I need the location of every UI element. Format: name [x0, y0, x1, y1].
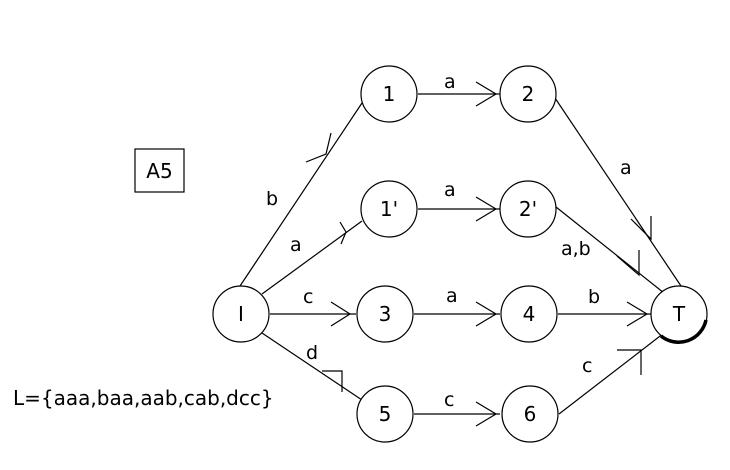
edge-label-start-to-5: d	[306, 342, 318, 364]
arrowhead-start-to-3	[330, 301, 352, 327]
node-4: 4	[500, 285, 558, 343]
arrowhead-2p-to-T	[616, 250, 640, 277]
node-1p: 1'	[360, 180, 418, 238]
arrowhead-1-to-2	[475, 81, 498, 107]
node-start: I	[212, 285, 270, 343]
edges	[239, 93, 682, 415]
node-2p: 2'	[499, 180, 557, 238]
arrowhead-start-to-5	[322, 370, 343, 392]
node-start-label: I	[238, 302, 244, 326]
edge-label-4-to-T: b	[588, 286, 600, 308]
arrowhead-2-to-T	[630, 216, 652, 241]
node-6-label: 6	[524, 402, 537, 426]
edge-label-5-to-6: c	[444, 389, 454, 411]
edge-label-start-to-1: b	[266, 188, 278, 210]
edge-label-6-to-T: c	[582, 355, 592, 377]
edge-start-to-1p	[261, 220, 363, 295]
arrowhead-start-to-1p	[339, 221, 347, 245]
diagram-tag: A5	[134, 148, 185, 193]
nodes: I 1 2 1' 2' 3 4 5	[212, 65, 708, 443]
node-1p-label: 1'	[380, 197, 398, 221]
node-final: T	[650, 285, 708, 344]
node-1: 1	[360, 65, 418, 123]
arrowhead-start-to-1	[305, 132, 332, 163]
node-1-label: 1	[383, 82, 396, 106]
diagram-tag-label: A5	[146, 159, 172, 183]
node-3-label: 3	[379, 302, 392, 326]
edge-2-to-T	[554, 97, 682, 287]
arrowhead-5-to-6	[475, 401, 498, 427]
final-state-shadow	[659, 319, 708, 344]
edge-label-3-to-4: a	[446, 285, 458, 307]
edge-6-to-T	[558, 332, 665, 415]
arrowheads	[305, 81, 652, 427]
edge-label-2-to-T: a	[620, 157, 632, 179]
edge-label-2p-to-T: a,b	[561, 238, 591, 260]
edge-start-to-1	[239, 102, 363, 287]
node-final-label: T	[672, 302, 686, 326]
arrowhead-3-to-4	[475, 301, 498, 327]
node-5-label: 5	[379, 402, 392, 426]
node-2: 2	[499, 65, 557, 123]
arrowhead-1p-to-2p	[475, 196, 498, 222]
edge-labels: b a c d a a a c a a,b b c	[266, 71, 632, 411]
node-6: 6	[501, 385, 559, 443]
language-label: L={aaa,baa,aab,cab,dcc}	[13, 386, 274, 410]
node-2-label: 2	[522, 82, 535, 106]
edge-start-to-5	[261, 332, 363, 401]
diagram-tag-box	[134, 148, 185, 193]
edge-label-start-to-3: c	[303, 286, 313, 308]
edge-label-1-to-2: a	[444, 71, 456, 93]
edge-label-start-to-1p: a	[290, 234, 302, 256]
arrowhead-6-to-T	[617, 349, 642, 375]
node-5: 5	[356, 385, 414, 443]
edge-2p-to-T	[555, 206, 665, 294]
edge-label-1p-to-2p: a	[444, 179, 456, 201]
arrowhead-4-to-T	[626, 301, 649, 327]
node-2p-label: 2'	[519, 197, 537, 221]
node-4-label: 4	[523, 302, 536, 326]
node-3: 3	[356, 285, 414, 343]
